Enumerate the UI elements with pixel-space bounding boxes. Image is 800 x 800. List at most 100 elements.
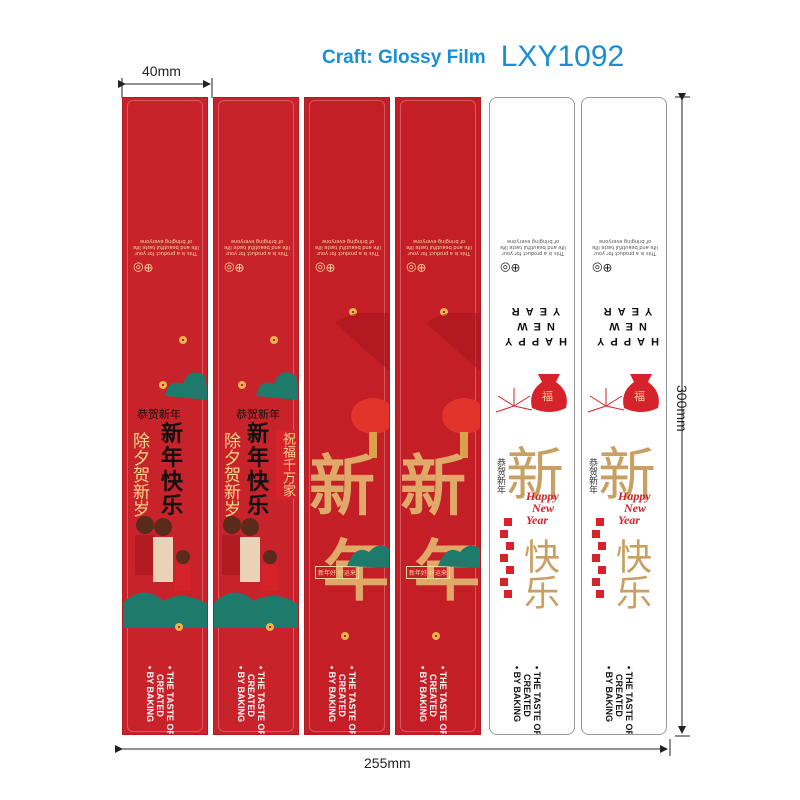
- small-plaque: 新年好 好运来: [315, 566, 359, 579]
- firecracker-icon: [500, 518, 514, 598]
- tagline-line: CREATED: [246, 674, 256, 717]
- coin-icon: [270, 336, 278, 344]
- calligraphy-happy: 快乐: [518, 538, 559, 610]
- craft-label: Craft: Glossy Film: [322, 47, 486, 68]
- cloud-icon: [165, 372, 207, 400]
- recycle-icon: ⊕◎: [315, 261, 336, 275]
- recycle-icon: ⊕◎: [224, 261, 245, 275]
- fine-print: This is a product for your life and beau…: [592, 238, 658, 256]
- cut-outline: [218, 100, 294, 732]
- coin-icon: [175, 623, 183, 631]
- height-label: 300mm: [674, 385, 690, 432]
- lucky-bag-icon: [623, 374, 659, 412]
- script-word: New: [624, 501, 646, 515]
- big-character-year: 年: [414, 532, 480, 610]
- coin-icon: [349, 308, 357, 316]
- fine-print: This is a product for your life and beau…: [406, 238, 472, 256]
- cloud-icon: [438, 545, 480, 568]
- tagline-line: CREATED: [428, 674, 438, 717]
- script-word: Year: [618, 513, 640, 527]
- fan-decoration: [426, 313, 480, 372]
- tagline-line: • BY BAKING: [327, 666, 337, 722]
- label-strip-1: This is a product for your life and beau…: [122, 97, 208, 735]
- coin-icon: [440, 308, 448, 316]
- coin-icon: [159, 381, 167, 389]
- tagline-line: • BY BAKING: [145, 666, 155, 722]
- width-total-label: 255mm: [364, 755, 411, 771]
- script-word: New: [532, 501, 554, 515]
- calligraphy-happy: 快乐: [610, 538, 651, 610]
- happy-new-year-script: Happy New Year: [526, 490, 559, 526]
- tagline-line: • THE TASTE OF LIFE: [624, 666, 634, 735]
- label-strip-2: This is a product for your life and beau…: [213, 97, 299, 735]
- tagline-line: CREATED: [522, 674, 532, 717]
- big-character-new: 新: [309, 447, 375, 525]
- greeting-small: 恭贺新年: [137, 408, 181, 421]
- recycle-icon: ⊕◎: [133, 261, 154, 275]
- big-character-new: 新: [400, 447, 466, 525]
- cloud-icon: [347, 545, 389, 568]
- tagline: • THE TASTE OF LIFE CREATED • BY BAKING: [418, 666, 454, 735]
- lantern-icon: [442, 398, 480, 458]
- label-strip-4: This is a product for your life and beau…: [395, 97, 481, 735]
- recycle-icon: ⊕◎: [406, 261, 427, 275]
- tagline-line: CREATED: [337, 674, 347, 717]
- happy-new-year-script: Happy New Year: [618, 490, 651, 526]
- tagline-line: • THE TASTE OF LIFE: [256, 666, 266, 735]
- tagline: • THE TASTE OF LIFE CREATED • BY BAKING: [604, 666, 640, 735]
- label-strip-5: This is a product for your life and beau…: [489, 97, 575, 735]
- coin-icon: [266, 623, 274, 631]
- big-character-year: 年: [323, 532, 389, 610]
- family-illustration: [214, 516, 298, 628]
- blessing-column: 祝福千万家: [276, 430, 298, 499]
- coin-icon: [432, 632, 440, 640]
- blessing-column: 除夕贺新岁: [220, 432, 240, 517]
- fan-decoration: [335, 313, 389, 372]
- page-title: Craft: Glossy Film LXY1092: [322, 40, 624, 74]
- cloud-icon: [256, 372, 298, 400]
- tagline-line: • BY BAKING: [604, 666, 614, 722]
- coin-icon: [238, 381, 246, 389]
- tagline-line: CREATED: [614, 674, 624, 717]
- greeting-small: 恭贺新年: [236, 408, 280, 421]
- coin-icon: [179, 336, 187, 344]
- firecracker-icon: [592, 518, 606, 598]
- tagline-line: • THE TASTE OF LIFE: [438, 666, 448, 735]
- tagline: • THE TASTE OF LIFE CREATED • BY BAKING: [512, 666, 548, 735]
- firework-icon: [587, 388, 625, 413]
- fine-print: This is a product for your life and beau…: [133, 238, 199, 256]
- family-illustration: [123, 516, 207, 628]
- lucky-bag-icon: [531, 374, 567, 412]
- tagline-line: • BY BAKING: [512, 666, 522, 722]
- fu-character: 福: [634, 390, 645, 403]
- tagline-line: • THE TASTE OF LIFE: [347, 666, 357, 735]
- tagline-line: • BY BAKING: [236, 666, 246, 722]
- greeting-small: 恭贺新年: [495, 458, 505, 494]
- script-word: Happy: [618, 489, 651, 503]
- blessing-column: 除夕贺新岁: [129, 432, 149, 517]
- label-strip-3: This is a product for your life and beau…: [304, 97, 390, 735]
- fine-print: This is a product for your life and beau…: [224, 238, 290, 256]
- fine-print: This is a product for your life and beau…: [500, 238, 566, 256]
- calligraphy-new: 新: [598, 441, 657, 509]
- tagline: • THE TASTE OF LIFE CREATED • BY BAKING: [145, 666, 181, 735]
- model-code: LXY1092: [500, 40, 625, 73]
- cut-outline: [127, 100, 203, 732]
- tagline: • THE TASTE OF LIFE CREATED • BY BAKING: [327, 666, 363, 735]
- recycle-icon: ⊕◎: [500, 261, 521, 275]
- tagline-line: • BY BAKING: [418, 666, 428, 722]
- greeting-big: 新年快乐: [151, 422, 193, 518]
- fu-character: 福: [542, 390, 553, 403]
- greeting-small: 恭贺新年: [587, 458, 597, 494]
- lantern-icon: [351, 398, 389, 458]
- calligraphy-new: 新: [506, 441, 565, 509]
- tagline-line: • THE TASTE OF LIFE: [532, 666, 542, 735]
- tagline: • THE TASTE OF LIFE CREATED • BY BAKING: [236, 666, 272, 735]
- coin-icon: [341, 632, 349, 640]
- tagline-line: • THE TASTE OF LIFE: [165, 666, 175, 735]
- recycle-icon: ⊕◎: [592, 261, 613, 275]
- happy-new-year-text: HAPPY NEW YEAR: [499, 305, 567, 347]
- firework-icon: [495, 388, 533, 413]
- label-strip-6: This is a product for your life and beau…: [581, 97, 667, 735]
- script-word: Year: [526, 513, 548, 527]
